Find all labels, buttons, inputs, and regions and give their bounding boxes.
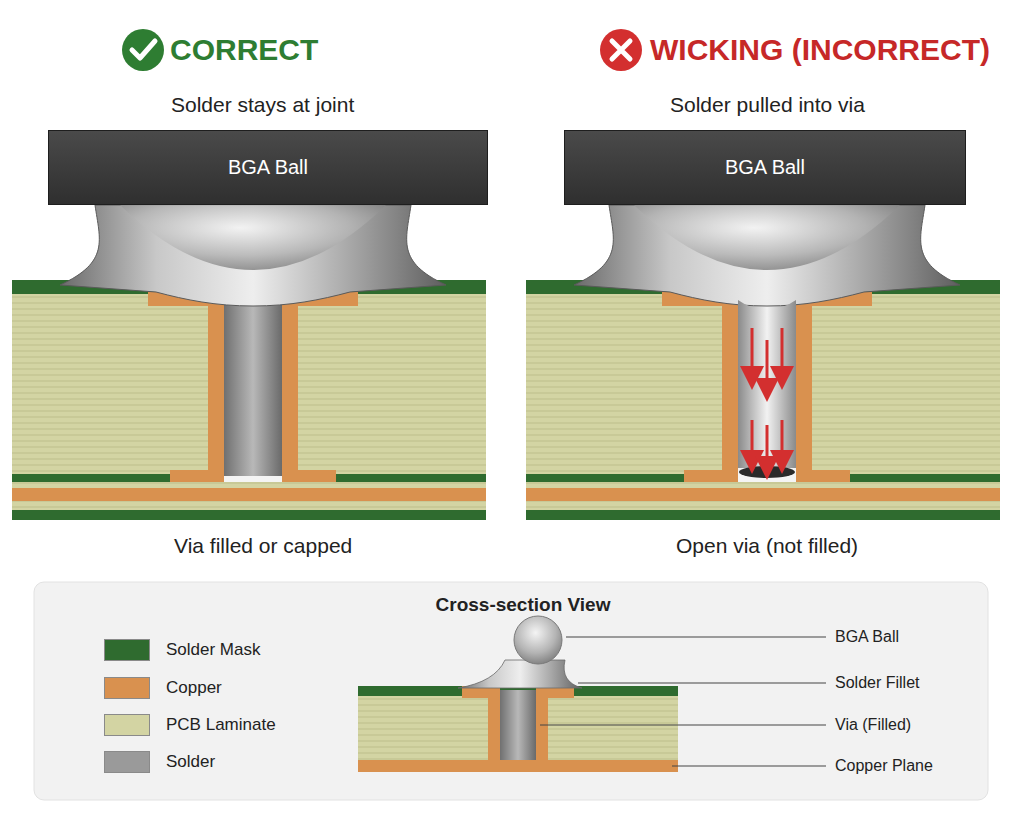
subheading: Solder stays at joint [171, 93, 354, 117]
heading: CORRECT [170, 33, 318, 68]
legend-text: Solder Mask [166, 640, 260, 660]
caption: Via filled or capped [174, 534, 352, 558]
legend-swatch [104, 639, 150, 661]
legend-row: PCB Laminate [104, 713, 276, 737]
legend-swatch [104, 751, 150, 773]
legend-swatch [104, 714, 150, 736]
bga-package: BGA Ball [48, 130, 488, 205]
legend-text: Solder [166, 752, 215, 772]
heading: WICKING (INCORRECT) [650, 33, 990, 68]
legend-row: Solder [104, 750, 215, 774]
subheading: Solder pulled into via [670, 93, 865, 117]
callout-label: BGA Ball [835, 628, 899, 646]
callout-label: Via (Filled) [835, 716, 911, 734]
legend-text: PCB Laminate [166, 715, 276, 735]
legend-row: Solder Mask [104, 638, 260, 662]
panel-title: Cross-section View [34, 594, 1012, 616]
legend-swatch [104, 677, 150, 699]
legend-text: Copper [166, 678, 222, 698]
bga-package: BGA Ball [564, 130, 966, 205]
callout-label: Copper Plane [835, 757, 933, 775]
legend-row: Copper [104, 676, 222, 700]
caption: Open via (not filled) [676, 534, 858, 558]
package-label: BGA Ball [725, 156, 805, 179]
package-label: BGA Ball [228, 156, 308, 179]
callout-label: Solder Fillet [835, 674, 919, 692]
